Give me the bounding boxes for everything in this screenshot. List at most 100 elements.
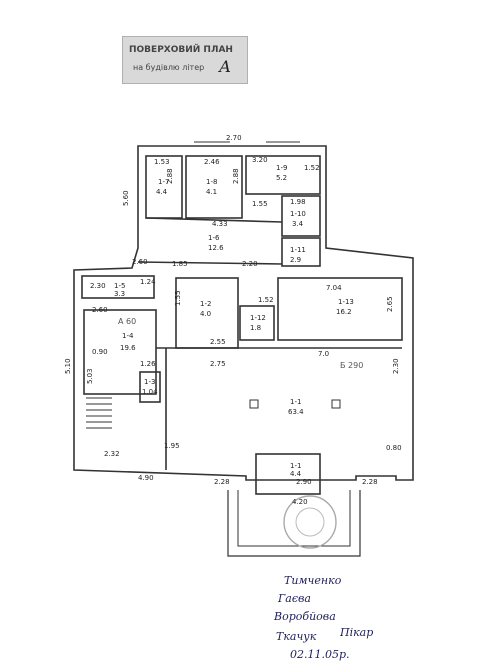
room-area: 4.4 — [290, 470, 302, 478]
stairs — [86, 397, 112, 429]
dim: 2.30 — [90, 282, 106, 290]
dim: 2.60 — [132, 258, 148, 266]
dim: 0.80 — [386, 444, 402, 452]
signature-1: Тимченко — [284, 574, 342, 587]
room-id: 1-6 — [208, 234, 220, 242]
column — [249, 399, 259, 409]
room-id: 1-5 — [114, 282, 125, 290]
dim: 2.30 — [392, 358, 400, 374]
dim: 1.95 — [164, 442, 180, 450]
room-id: 1-12 — [250, 314, 266, 322]
dimensions-layer: 2.70 5.60 1.53 2.46 3.20 1.52 2.88 2.88 … — [64, 134, 402, 506]
stamp-title: ПОВЕРХОВИЙ ПЛАН — [129, 45, 233, 55]
column — [331, 399, 341, 409]
dim: 4.20 — [292, 498, 308, 506]
room-1-13-outline — [277, 277, 403, 341]
porch-inner — [237, 490, 351, 547]
dim: 0.90 — [92, 348, 108, 356]
dim: 2.75 — [210, 360, 226, 368]
room-area: 4.0 — [200, 310, 211, 318]
room-1-9-outline — [245, 155, 321, 195]
dim: 4.90 — [138, 474, 154, 482]
dim: 7.04 — [326, 284, 342, 292]
title-stamp: ПОВЕРХОВИЙ ПЛАН на будівлю літер А — [122, 36, 248, 84]
room-area: 4.1 — [206, 188, 217, 196]
room-id: 1-10 — [290, 210, 306, 218]
dim: 2.60 — [92, 306, 108, 314]
dim: 1.53 — [154, 158, 170, 166]
room-id: 1-3 — [144, 378, 155, 386]
plan-walls — [73, 141, 414, 557]
room-area: 4.4 — [156, 188, 168, 196]
room-area: 1.04 — [142, 388, 158, 396]
dim: 2.55 — [210, 338, 226, 346]
dim: 2.28 — [362, 478, 378, 486]
room-id: 1-9 — [276, 164, 287, 172]
room-1-12-outline — [239, 305, 275, 341]
dim: 2.20 — [242, 260, 258, 268]
room-vestibule-outline — [255, 453, 321, 495]
outer-wall — [73, 145, 414, 481]
dim: 1.52 — [258, 296, 274, 304]
room-id: 1-2 — [200, 300, 211, 308]
seal-inner-circle — [295, 507, 325, 537]
signature-2: Гаєва — [278, 592, 311, 605]
corridor-wall — [145, 217, 283, 223]
dim: 3.20 — [252, 156, 268, 164]
seal-circle — [283, 495, 337, 549]
room-area: 16.2 — [336, 308, 352, 316]
dim: 1.55 — [174, 290, 182, 306]
section-a-label: А 60 — [118, 317, 136, 326]
porch-outline — [227, 490, 361, 557]
room-area: 3.4 — [292, 220, 304, 228]
room-id: 1-1 — [290, 398, 301, 406]
room-1-5-outline — [81, 275, 155, 299]
dim: 5.10 — [64, 358, 72, 374]
room-id: 1-1 — [290, 462, 301, 470]
room-id: 1-8 — [206, 178, 217, 186]
section-b-label: Б 290 — [340, 361, 363, 370]
rooms-layer: 1-7 4.4 1-8 4.1 1-9 5.2 1-10 3.4 1-11 2.… — [114, 164, 354, 478]
room-id: 1-13 — [338, 298, 354, 306]
dim: 5.03 — [86, 368, 94, 384]
dim: 7.0 — [318, 350, 329, 358]
dim: 2.70 — [226, 134, 242, 142]
room-1-10-outline — [281, 195, 321, 237]
room-area: 2.9 — [290, 256, 301, 264]
room-1-4-outline — [83, 309, 157, 395]
dim: 2.88 — [232, 168, 240, 184]
dim: 2.90 — [296, 478, 312, 486]
stamp-letter: А — [219, 57, 232, 76]
dim: 1.24 — [140, 278, 156, 286]
dim: 1.26 — [140, 360, 156, 368]
room-1-11-outline — [281, 237, 321, 267]
dim: 2.32 — [104, 450, 120, 458]
room-area: 1.8 — [250, 324, 261, 332]
signature-date: 02.11.05р. — [290, 648, 350, 661]
dim: 1.55 — [252, 200, 268, 208]
dim: 5.60 — [122, 190, 130, 206]
dim: 1.98 — [290, 198, 306, 206]
section-labels: А 60 Б 290 — [118, 317, 363, 370]
room-1-3-outline — [139, 371, 161, 403]
room-id: 1-7 — [158, 178, 169, 186]
signature-5: Пікар — [340, 626, 374, 639]
stamp-subtitle: на будівлю літер — [133, 63, 205, 72]
dim: 4.33 — [212, 220, 228, 228]
signature-3: Воробйова — [274, 610, 336, 623]
dim: 2.88 — [166, 168, 174, 184]
dim: 2.28 — [214, 478, 230, 486]
signature-4: Ткачук — [276, 630, 317, 643]
room-area: 5.2 — [276, 174, 287, 182]
room-area: 12.6 — [208, 244, 224, 252]
dim: 1.85 — [172, 260, 188, 268]
dim: 2.65 — [386, 296, 394, 312]
room-id: 1-11 — [290, 246, 306, 254]
room-area: 3.3 — [114, 290, 125, 298]
dim: 2.46 — [204, 158, 220, 166]
room-area: 19.6 — [120, 344, 136, 352]
room-id: 1-4 — [122, 332, 134, 340]
room-1-8-outline — [185, 155, 243, 219]
